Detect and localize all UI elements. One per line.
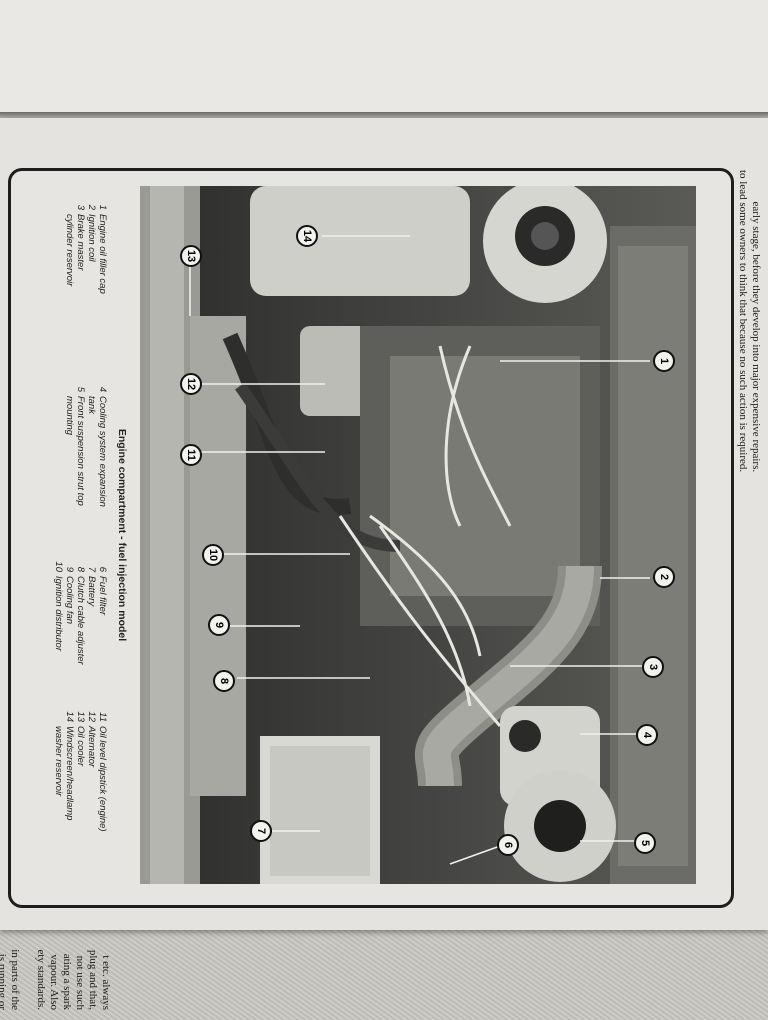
page-body-text-right: early stage, before they develop into ma… (736, 170, 762, 472)
caption-item: 6Fuel filter (97, 556, 108, 665)
right-text-line: early stage, before they develop into ma… (750, 201, 762, 473)
caption-item: 13Oil cooler (75, 706, 86, 832)
caption-column-4: 11Oil level dipstick (engine)12Alternato… (53, 706, 108, 832)
callout-1: 1 (653, 350, 675, 372)
callout-label: 11 (184, 449, 197, 461)
callout-label: 9 (213, 621, 225, 629)
caption-item-number: 1 (97, 204, 108, 210)
callout-13: 13 (180, 245, 202, 267)
callout-label: 4 (641, 731, 653, 739)
caption-item-text: Brake master (75, 214, 86, 271)
caption-item-text: Cooling fan (64, 576, 75, 625)
callout-label: 6 (502, 841, 514, 849)
caption-title: Engine compartment - fuel injection mode… (116, 428, 128, 642)
page-gutter-shadow (0, 112, 768, 122)
caption-item-text: Fuel filter (97, 576, 108, 616)
caption-item: 5Front suspension strut top (75, 376, 86, 507)
caption-item-text: Clutch cable adjuster (75, 576, 86, 665)
caption-item-number: 9 (64, 566, 75, 572)
caption-item-number: 4 (97, 386, 108, 392)
caption-item-number: 12 (86, 711, 97, 722)
callout-8: 8 (213, 670, 235, 692)
caption-item: 11Oil level dipstick (engine) (97, 706, 108, 832)
caption-item: washer reservoir (53, 706, 64, 832)
caption-item: 2Ignition coil (86, 194, 97, 294)
callout-label: 8 (218, 677, 230, 685)
caption-item: tank (86, 376, 97, 507)
caption-item-text: mounting (64, 396, 75, 436)
figure-caption: Engine compartment - fuel injection mode… (8, 186, 128, 884)
caption-item-number: 8 (75, 566, 86, 572)
caption-item-number: 7 (86, 566, 97, 572)
caption-item: cylinder reservoir (64, 194, 75, 294)
callout-label: 1 (658, 357, 670, 365)
callout-11: 11 (180, 444, 202, 466)
caption-item-text: tank (86, 396, 97, 414)
caption-item: 1Engine oil filler cap (97, 194, 108, 294)
caption-item-number: 5 (75, 386, 86, 392)
caption-item-text: Alternator (86, 726, 97, 768)
caption-item-text: Windscreen/headlamp (64, 726, 75, 821)
callout-label: 2 (658, 573, 670, 581)
callout-label: 7 (255, 827, 267, 835)
caption-item: 3Brake master (75, 194, 86, 294)
callout-7: 7 (250, 820, 272, 842)
callout-14: 14 (296, 225, 318, 247)
caption-item-number: 3 (75, 204, 86, 210)
callout-label: 3 (647, 663, 659, 671)
caption-item-text: Front suspension strut top (75, 396, 86, 506)
caption-item: 9Cooling fan (64, 556, 75, 665)
caption-item-text: Battery (86, 576, 97, 607)
caption-item: 10Ignition distributor (53, 556, 64, 665)
caption-item: 4Cooling system expansion (97, 376, 108, 507)
engine-compartment-photo (140, 186, 696, 884)
caption-item-number: 11 (97, 712, 108, 722)
caption-item-text: Engine oil filler cap (97, 214, 108, 294)
caption-item: 8Clutch cable adjuster (75, 556, 86, 665)
caption-item-text: Oil cooler (75, 726, 86, 767)
caption-item-number: 6 (97, 566, 108, 572)
callout-9: 9 (208, 614, 230, 636)
caption-item-text: Ignition coil (86, 214, 97, 262)
caption-item-text: cylinder reservoir (64, 214, 75, 287)
caption-item-number: 2 (86, 204, 97, 210)
caption-item-text: washer reservoir (53, 726, 64, 797)
caption-item-text: Oil level dipstick (engine) (97, 726, 108, 832)
callout-5: 5 (634, 832, 656, 854)
engine-photo-illustration (140, 186, 696, 884)
caption-item-number: 13 (75, 711, 86, 722)
callout-label: 5 (639, 839, 651, 847)
caption-item: mounting (64, 376, 75, 507)
caption-item-number: 10 (53, 561, 64, 572)
callout-12: 12 (180, 373, 202, 395)
callout-4: 4 (636, 724, 658, 746)
callout-3: 3 (642, 656, 664, 678)
right-text-line: to lead some owners to think that becaus… (737, 170, 749, 473)
callout-label: 12 (185, 377, 197, 391)
callout-2: 2 (653, 566, 675, 588)
caption-item: 12Alternator (86, 706, 97, 832)
caption-item: 14Windscreen/headlamp (64, 706, 75, 832)
callout-label: 14 (301, 229, 313, 243)
caption-item: 7Battery (86, 556, 97, 665)
caption-item-text: Ignition distributor (53, 576, 64, 651)
callout-label: 10 (207, 548, 219, 562)
caption-item-text: Cooling system expansion (97, 396, 108, 507)
caption-item-number: 14 (64, 711, 75, 722)
callout-leader-lines (189, 235, 650, 865)
callout-6: 6 (497, 834, 519, 856)
callout-10: 10 (202, 544, 224, 566)
callout-label: 13 (185, 249, 197, 263)
